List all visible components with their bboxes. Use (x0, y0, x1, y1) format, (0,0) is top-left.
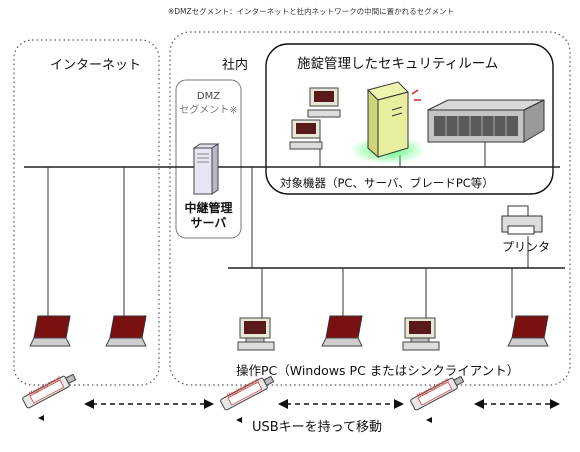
blade-server-icon (427, 99, 545, 143)
laptop-icon (29, 315, 71, 347)
secure-room-region (265, 43, 554, 195)
relay-server-label-line2: サーバ (190, 216, 227, 230)
tower-server-icon (367, 81, 409, 159)
relay-server-label-line1: 中継管理 (184, 201, 233, 215)
internet-region (13, 39, 160, 386)
usb-key-icon (22, 373, 77, 409)
target-devices-label: 対象機器（PC、サーバ、ブレードPC等） (280, 176, 494, 190)
desktop-pc-icon (307, 87, 341, 118)
desktop-pc-icon (289, 119, 323, 150)
transfer-arrow (278, 399, 404, 409)
laptop-icon (507, 315, 549, 347)
usb-move-label: USBキーを持って移動 (252, 420, 383, 435)
dmz-region (175, 79, 242, 239)
operation-pc-label: 操作PC（Windows PC またはシンクライアント） (236, 363, 520, 378)
printer-label: プリンタ (502, 240, 551, 254)
desktop-pc-icon (402, 317, 440, 351)
intranet-label: 社内 (222, 58, 249, 73)
printer-icon (501, 205, 543, 235)
intranet-region (169, 31, 571, 386)
secure-room-label: 施錠管理したセキュリティルーム (297, 56, 499, 72)
dmz-label: DMZ セグメント※ (176, 90, 241, 118)
laptop-icon (321, 315, 363, 347)
internet-label: インターネット (50, 58, 142, 73)
laptop-icon (105, 315, 147, 347)
relay-server-label: 中継管理 サーバ (176, 201, 241, 231)
transfer-arrow (474, 399, 560, 409)
usb-key-icon (410, 375, 465, 411)
dmz-label-line1: DMZ (196, 91, 221, 102)
relay-server-icon (192, 143, 220, 195)
dmz-footnote: ※DMZセグメント：インターネットと社内ネットワークの中間に置かれるセグメント (168, 7, 455, 16)
dmz-label-line2: セグメント※ (179, 105, 238, 116)
transfer-arrow (84, 399, 214, 409)
usb-key-icon (220, 375, 275, 411)
desktop-pc-icon (237, 317, 275, 351)
